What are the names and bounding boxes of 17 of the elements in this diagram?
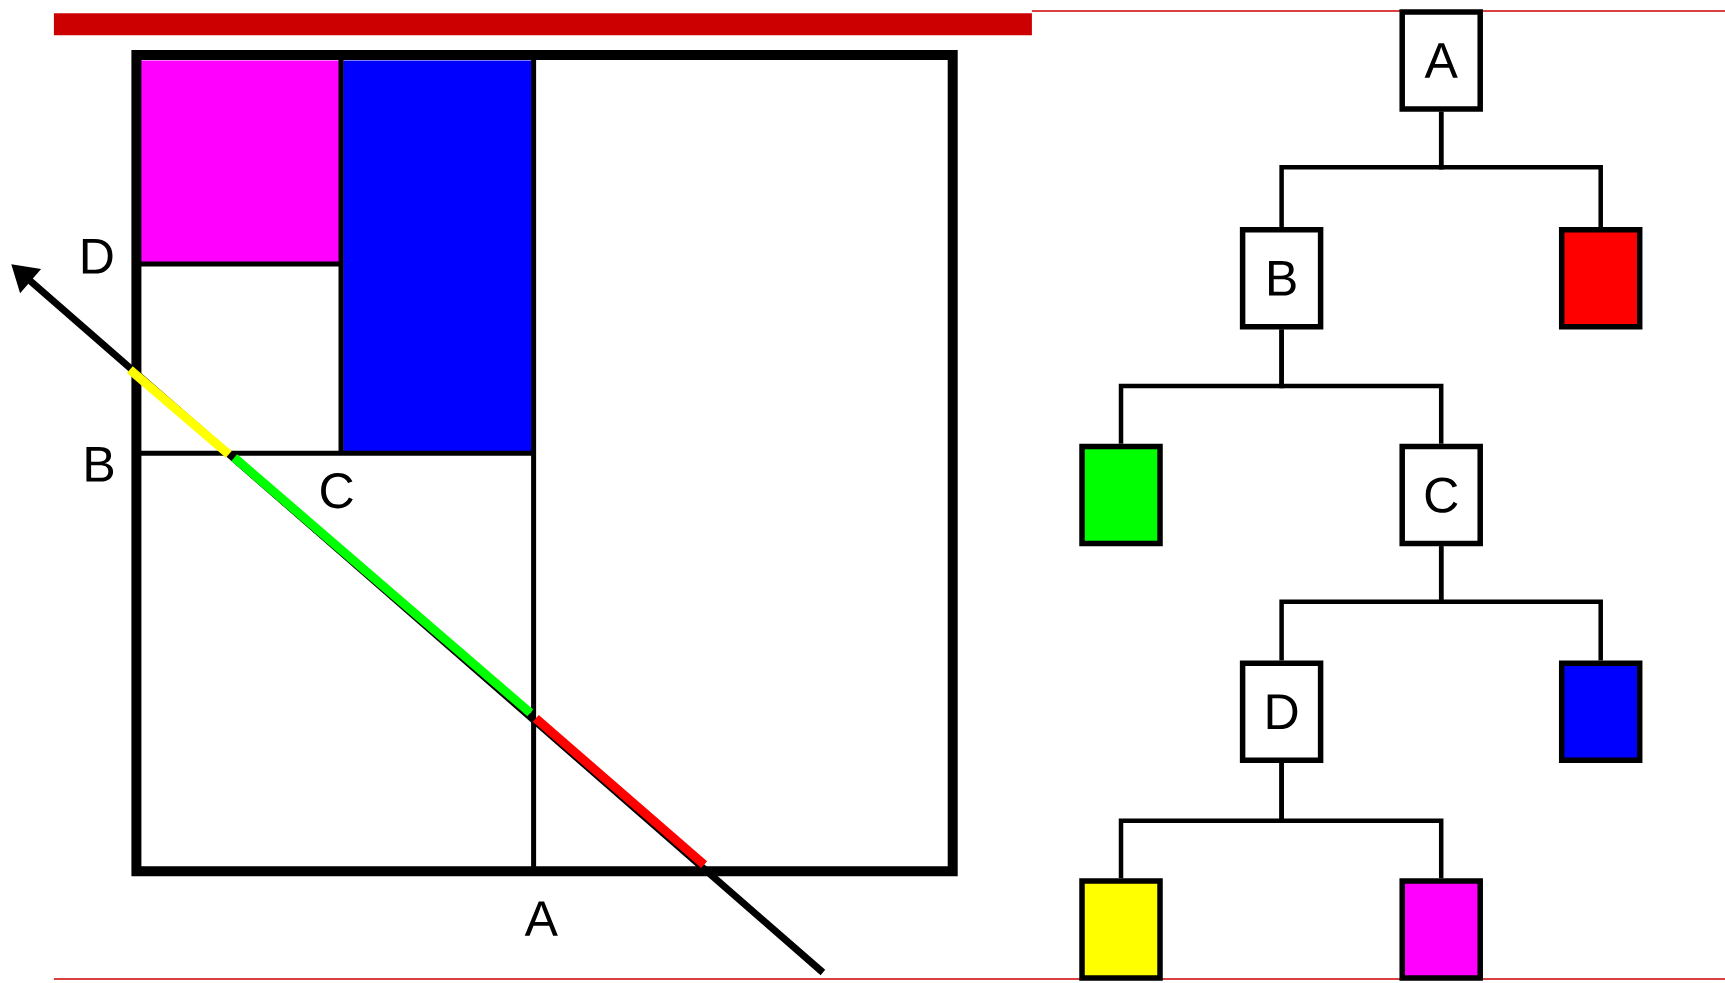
connector	[1279, 329, 1444, 444]
axis-label: A	[524, 901, 558, 936]
tree-node-box: C	[1399, 443, 1483, 547]
leaf-box	[1558, 227, 1643, 330]
leaf-box	[1558, 660, 1643, 764]
leaf-box	[1399, 878, 1483, 981]
connector	[1438, 546, 1603, 661]
axis-label: D	[82, 239, 113, 274]
axis-label: B	[86, 447, 114, 482]
leaf-box	[1079, 878, 1163, 981]
tree-node-box: D	[1239, 660, 1324, 764]
connector	[1438, 111, 1603, 228]
leaf-box	[1079, 443, 1163, 547]
tree-node-box: A	[1399, 9, 1483, 112]
connector	[1279, 763, 1444, 879]
tree-node-box: B	[1239, 227, 1324, 330]
axis-label: C	[321, 473, 353, 509]
